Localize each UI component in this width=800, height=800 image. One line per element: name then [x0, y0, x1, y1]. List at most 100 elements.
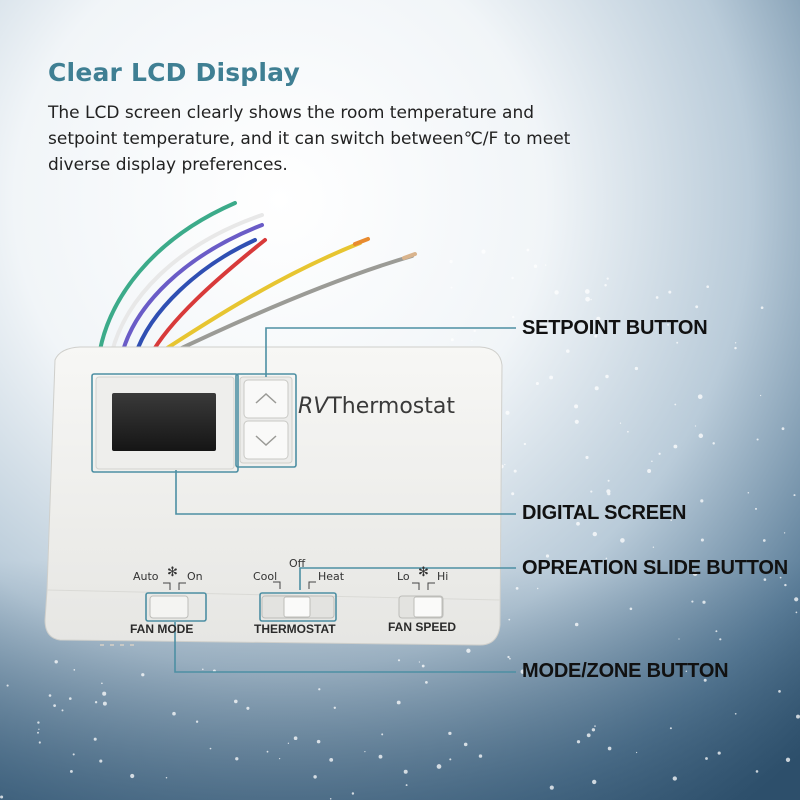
- snowflake: [466, 648, 471, 653]
- description-line: The LCD screen clearly shows the room te…: [48, 103, 535, 123]
- snowflake: [784, 583, 787, 587]
- snowflake: [481, 249, 486, 254]
- snowflake: [520, 669, 525, 674]
- snowflake: [698, 433, 704, 439]
- snowflake: [511, 492, 515, 496]
- snowflake: [478, 754, 483, 758]
- snowflake: [397, 659, 401, 662]
- snowflake: [403, 769, 408, 774]
- snowflake: [669, 727, 672, 730]
- snowflake: [605, 374, 609, 379]
- snowflake: [756, 438, 759, 441]
- snowflake: [705, 757, 708, 760]
- snowflake: [449, 260, 453, 264]
- wires: [98, 201, 417, 358]
- callout-lines: [91, 327, 516, 673]
- snowflake: [471, 339, 473, 342]
- snowflake: [673, 444, 678, 449]
- page-heading: Clear LCD Display: [48, 58, 300, 87]
- thermostat-off-label: Off: [289, 557, 306, 570]
- snowflake: [655, 296, 659, 299]
- snowflake: [536, 587, 539, 590]
- snowflake: [670, 519, 672, 521]
- snowflake: [596, 316, 601, 321]
- snowflake: [508, 618, 511, 621]
- snowflake: [381, 733, 384, 736]
- snowflake: [754, 507, 758, 510]
- brand-logo: RVThermostat: [298, 394, 455, 419]
- snowflake: [590, 490, 593, 493]
- snowflake: [287, 742, 290, 744]
- fan-mode-on-label: On: [187, 570, 203, 583]
- snowflake: [101, 682, 103, 685]
- snowflake: [535, 381, 539, 386]
- snowflake: [629, 607, 633, 611]
- snowflake: [594, 334, 598, 338]
- snowflake: [37, 721, 40, 724]
- snowflake: [38, 728, 40, 730]
- snowflake: [102, 701, 107, 706]
- brand-rv: RV: [298, 394, 329, 419]
- snowflake: [421, 664, 425, 668]
- fan-mode-label: FAN MODE: [130, 622, 194, 636]
- snowflake: [463, 742, 468, 747]
- setpoint-callout-line: [265, 327, 516, 377]
- snowflake: [591, 728, 596, 732]
- snowflake: [584, 289, 590, 294]
- snowflake: [607, 479, 610, 482]
- mode-callout-line: [174, 622, 516, 673]
- snowflake: [594, 725, 596, 727]
- snowflake: [130, 773, 135, 779]
- snowflake: [316, 739, 321, 744]
- snowflake: [209, 747, 212, 750]
- brand-name: Thermostat: [328, 394, 456, 419]
- snowflake: [590, 298, 592, 301]
- snowflake: [574, 404, 579, 409]
- snowflake: [667, 323, 670, 326]
- snowflake: [53, 704, 56, 707]
- snowflake: [61, 709, 64, 712]
- thermostat-label: THERMOSTAT: [254, 622, 336, 636]
- snowflake: [505, 410, 510, 415]
- snowflake: [94, 701, 98, 704]
- snowflake: [0, 795, 4, 799]
- snowflake: [576, 740, 581, 744]
- snowflake: [48, 694, 52, 697]
- snowflake: [266, 750, 269, 753]
- snowflake: [658, 452, 661, 455]
- snowflake: [549, 375, 554, 380]
- snowflake: [69, 769, 73, 773]
- snowflake: [511, 276, 514, 280]
- snowflake: [72, 753, 75, 756]
- snowflake: [691, 600, 694, 603]
- snowflake: [605, 557, 608, 560]
- setpoint-callout: SETPOINT BUTTON: [522, 317, 708, 339]
- snowflake: [351, 792, 355, 795]
- snowflake: [763, 578, 767, 581]
- snowflake: [141, 673, 145, 677]
- snowflake: [719, 638, 722, 641]
- snowflake: [694, 425, 697, 427]
- snowflake: [734, 712, 737, 715]
- snowflake: [513, 469, 517, 473]
- screen-callout: DIGITAL SCREEN: [522, 502, 687, 524]
- thermostat-cool-label: Cool: [253, 570, 278, 583]
- snowflake: [333, 706, 336, 709]
- snowflake: [574, 622, 579, 627]
- snowflake: [715, 630, 718, 633]
- snowflake: [606, 277, 609, 280]
- snowflake: [585, 455, 589, 460]
- snowflake: [796, 714, 800, 719]
- description-line: setpoint temperature, and it can switch …: [48, 129, 571, 149]
- snowflake: [762, 539, 766, 542]
- snowflake: [604, 284, 607, 287]
- snowflake: [703, 678, 707, 682]
- snowflake: [235, 757, 239, 761]
- snowflake: [473, 329, 476, 333]
- mode-callout: MODE/ZONE BUTTON: [522, 660, 729, 682]
- snowflake: [668, 290, 672, 294]
- snowflake: [450, 286, 453, 289]
- snowflake: [509, 657, 511, 660]
- snowflake: [734, 346, 737, 350]
- description: The LCD screen clearly shows the room te…: [48, 100, 608, 178]
